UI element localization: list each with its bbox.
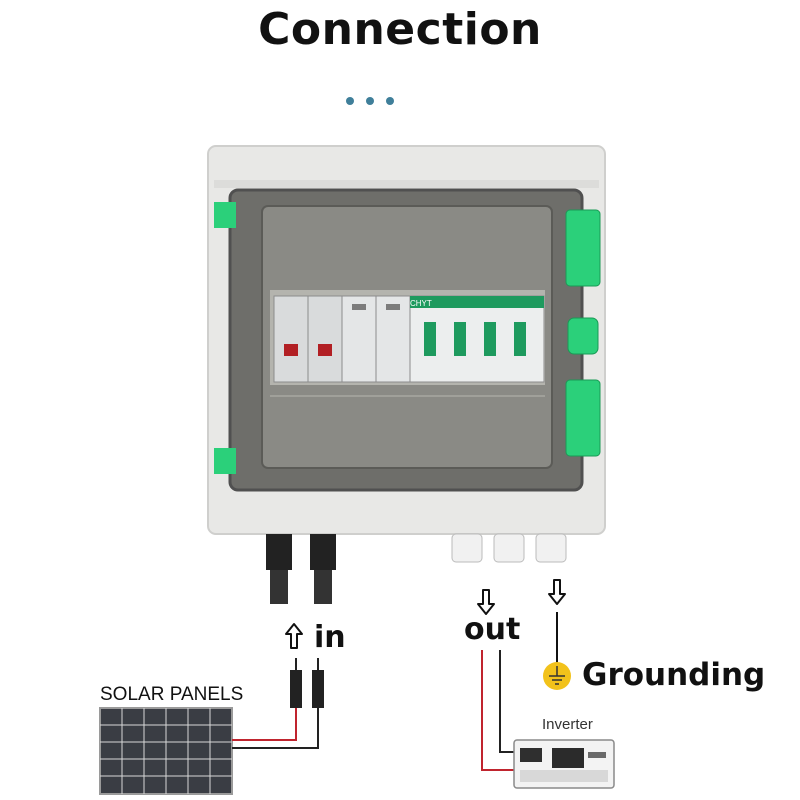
dot	[366, 97, 374, 105]
in-arrow-icon	[285, 623, 303, 649]
solar-panel	[99, 707, 233, 795]
page-title: Connection	[258, 4, 542, 55]
inverter-label: Inverter	[542, 716, 593, 733]
title-dots	[346, 92, 406, 110]
dot	[386, 97, 394, 105]
out-arrow-icon	[477, 589, 495, 615]
ground-symbol-icon	[543, 662, 571, 690]
inverter-device	[513, 739, 615, 789]
solar-connectors	[290, 670, 324, 708]
ground-arrow-icon	[548, 579, 566, 605]
mc4-input-connectors	[266, 534, 336, 604]
output-wire-red	[481, 650, 516, 771]
solar-wire-black	[232, 708, 319, 749]
breaker-brand-label: CHYT	[410, 299, 432, 308]
breaker-modules	[273, 295, 545, 383]
cable-glands	[451, 533, 567, 563]
in-label: in	[314, 620, 346, 655]
solar-wire-red	[232, 708, 297, 741]
solar-panels-label: SOLAR PANELS	[100, 684, 244, 705]
output-wire-black	[499, 650, 516, 753]
dot	[346, 97, 354, 105]
out-label: out	[464, 612, 521, 647]
grounding-label: Grounding	[582, 657, 766, 693]
green-latches	[214, 202, 601, 474]
